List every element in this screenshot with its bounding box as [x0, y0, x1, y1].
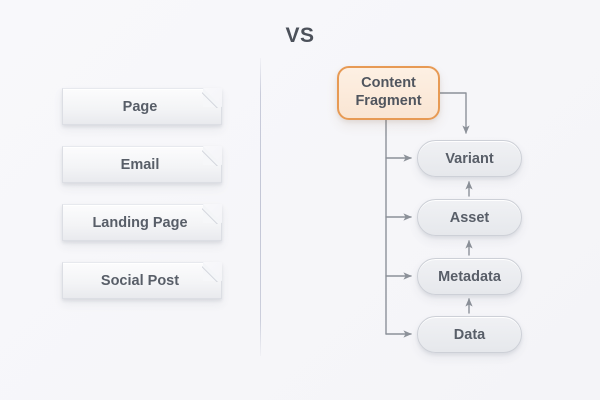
fragment-part-node[interactable]: Asset [417, 199, 522, 236]
channel-card-label: Social Post [100, 272, 180, 289]
channel-card-label: Page [122, 98, 158, 115]
fragment-part-node[interactable]: Variant [417, 140, 522, 177]
channel-card[interactable]: Email [62, 146, 222, 183]
content-fragment-node[interactable]: Content Fragment [337, 66, 440, 120]
fragment-part-label: Asset [449, 209, 490, 226]
channel-card[interactable]: Landing Page [62, 204, 222, 241]
content-fragment-line-2: Fragment [355, 93, 422, 109]
fragment-part-label: Variant [445, 150, 494, 167]
fragment-part-label: Metadata [438, 268, 501, 285]
channel-card-label: Email [120, 156, 160, 173]
channel-card[interactable]: Social Post [62, 262, 222, 299]
page-title: VS [285, 24, 315, 47]
fragment-part-node[interactable]: Metadata [417, 258, 522, 295]
fragment-part-label: Data [453, 326, 486, 343]
channel-card-label: Landing Page [92, 214, 188, 231]
vertical-divider [260, 58, 261, 356]
fragment-part-node[interactable]: Data [417, 316, 522, 353]
content-fragment-line-1: Content [361, 75, 416, 92]
channel-card[interactable]: Page [62, 88, 222, 125]
